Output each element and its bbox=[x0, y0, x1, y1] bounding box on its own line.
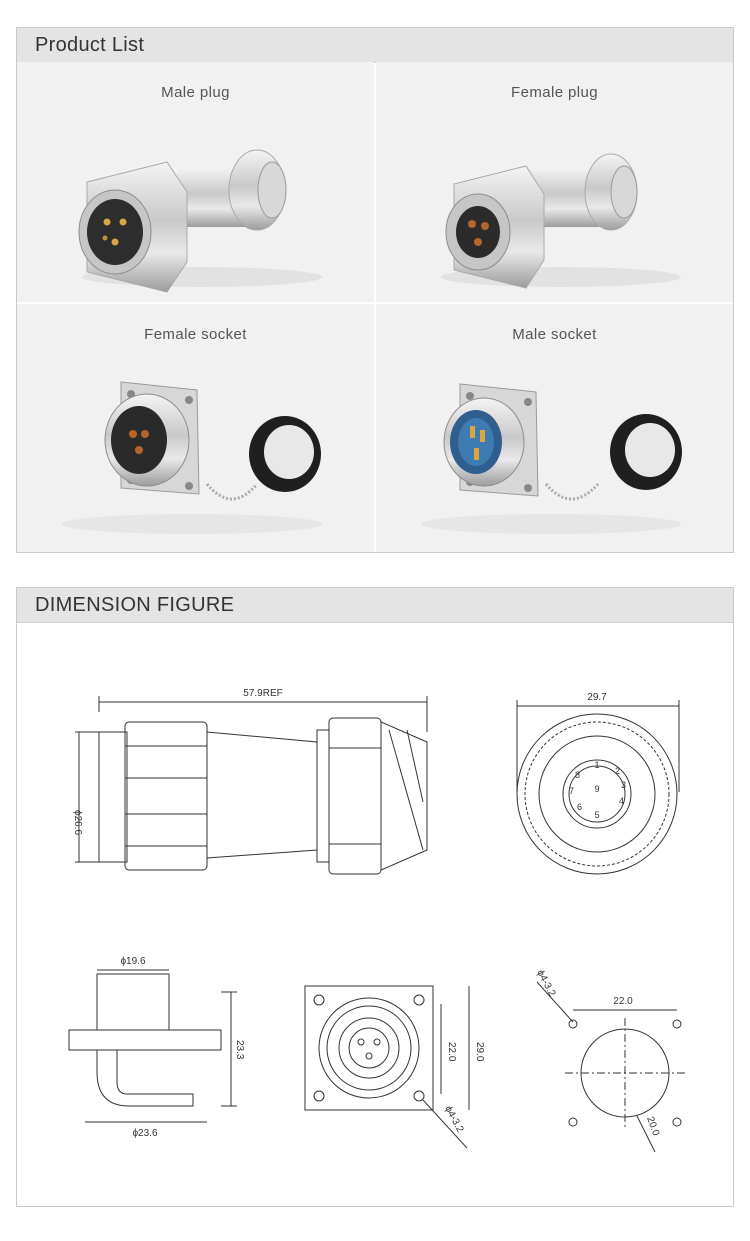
front-width-dim: 29.7 bbox=[587, 692, 607, 703]
socket-front-view: 22.0 29.0 ϕ4-3.2 bbox=[304, 985, 485, 1149]
outer-dim: 29.0 bbox=[474, 1042, 485, 1062]
pin-label: 7 bbox=[569, 786, 574, 796]
holes-dim: ϕ4-3.2 bbox=[442, 1104, 465, 1135]
pin-label: 1 bbox=[594, 760, 599, 770]
product-list-panel: Product List bbox=[16, 27, 734, 553]
male-socket-image bbox=[421, 383, 682, 534]
cutout-spacing-dim: 22.0 bbox=[613, 996, 633, 1007]
male-plug-image bbox=[78, 149, 322, 293]
pin-label: 4 bbox=[619, 796, 624, 806]
pin-label: 3 bbox=[621, 780, 626, 790]
top-dia-dim: ϕ19.6 bbox=[120, 956, 146, 967]
pin-label: 9 bbox=[594, 784, 599, 794]
product-male-socket[interactable]: Male socket bbox=[376, 304, 733, 552]
socket-side-view: ϕ19.6 23.3 ϕ23.6 bbox=[68, 956, 245, 1139]
length-dim: 57.9REF bbox=[243, 688, 282, 699]
product-grid: Male plug Female plug bbox=[17, 62, 733, 552]
dimension-panel: DIMENSION FIGURE 57.9REF ϕ26.6 29.7 bbox=[16, 587, 734, 1207]
diameter-dim: ϕ26.6 bbox=[72, 810, 83, 836]
pin-label: 8 bbox=[575, 770, 580, 780]
dimension-drawings: 57.9REF ϕ26.6 29.7 1 2 bbox=[68, 688, 685, 1153]
product-label: Male socket bbox=[512, 326, 597, 343]
bottom-dia-dim: ϕ23.6 bbox=[132, 1128, 158, 1139]
pin-label: 2 bbox=[615, 766, 620, 776]
plug-side-view: 57.9REF ϕ26.6 bbox=[72, 688, 428, 875]
inner-dim: 22.0 bbox=[446, 1042, 457, 1062]
female-socket-image bbox=[62, 381, 322, 534]
dimension-title: DIMENSION FIGURE bbox=[17, 588, 733, 623]
pin-label: 5 bbox=[594, 810, 599, 820]
panel-cutout: ϕ4-3.2 22.0 20.0 bbox=[534, 968, 685, 1153]
product-label: Female plug bbox=[511, 84, 598, 101]
product-male-plug[interactable]: Male plug bbox=[17, 62, 374, 302]
product-female-plug[interactable]: Female plug bbox=[376, 62, 733, 302]
height-dim: 23.3 bbox=[234, 1040, 245, 1060]
pin-label: 6 bbox=[577, 802, 582, 812]
product-label: Male plug bbox=[161, 84, 230, 101]
product-female-socket[interactable]: Female socket bbox=[17, 304, 374, 552]
plug-front-view: 29.7 1 2 3 4 5 6 7 8 9 bbox=[516, 692, 680, 875]
female-plug-image bbox=[441, 153, 681, 289]
product-label: Female socket bbox=[144, 326, 247, 343]
cutout-dia-dim: 20.0 bbox=[644, 1115, 661, 1137]
product-list-title: Product List bbox=[17, 28, 733, 63]
